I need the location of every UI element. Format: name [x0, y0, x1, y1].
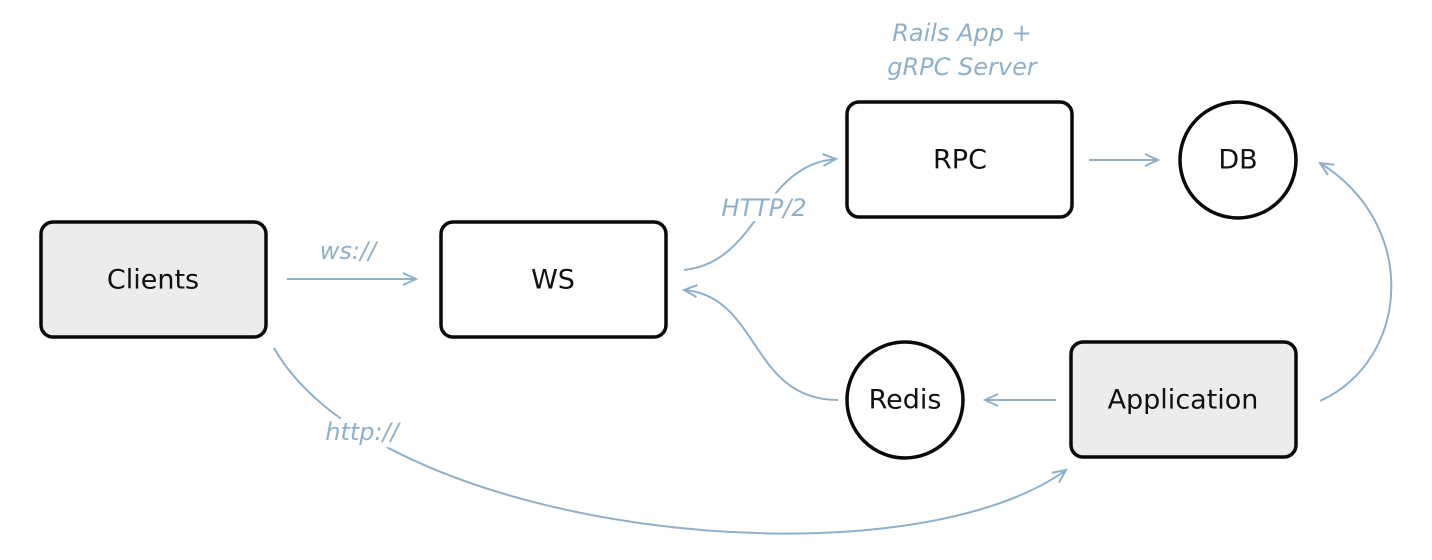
- edge-label-http-protocol: http://: [325, 418, 401, 446]
- node-db-label: DB: [1218, 145, 1257, 176]
- node-clients: Clients: [39, 220, 268, 339]
- node-db: DB: [1178, 100, 1298, 220]
- edge-labels: ws:// HTTP/2 http:// Rails App + gRPC Se…: [320, 19, 1039, 451]
- node-application: Application: [1069, 340, 1298, 459]
- node-ws-box: [439, 220, 668, 339]
- node-application-box: [1069, 340, 1298, 459]
- rpc-annotation-line-1: Rails App +: [892, 19, 1031, 47]
- node-rpc-box: [845, 100, 1074, 219]
- edge-clients-to-application: [273, 347, 1066, 535]
- node-rpc: RPC: [845, 100, 1074, 219]
- node-redis-label: Redis: [869, 385, 942, 416]
- rpc-annotation-line-2: gRPC Server: [887, 53, 1039, 81]
- edge-label-http2: HTTP/2: [721, 194, 806, 222]
- edge-ws-to-rpc: [683, 159, 836, 271]
- node-application-label: Application: [1108, 385, 1259, 416]
- edges: [273, 159, 1393, 535]
- edge-application-to-db: [1320, 163, 1393, 402]
- node-clients-label: Clients: [107, 265, 199, 296]
- node-db-circle: [1178, 100, 1298, 220]
- edge-label-ws-protocol: ws://: [320, 237, 379, 265]
- node-rpc-label: RPC: [933, 145, 987, 176]
- node-ws-label: WS: [531, 265, 575, 296]
- node-redis-circle: [845, 340, 965, 460]
- node-redis: Redis: [845, 340, 965, 460]
- edge-redis-to-ws: [684, 290, 839, 401]
- node-clients-box: [39, 220, 268, 339]
- node-ws: WS: [439, 220, 668, 339]
